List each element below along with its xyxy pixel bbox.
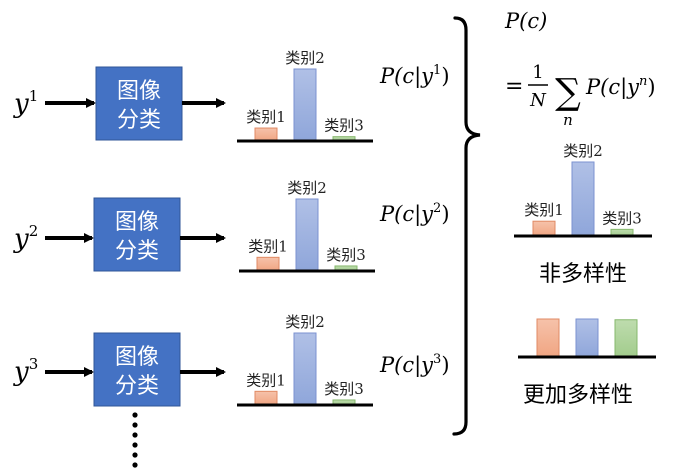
fraction-denominator: N [529, 90, 547, 111]
image-classifier-box-3 [93, 332, 181, 407]
box-label-line1: 图像 [115, 345, 159, 370]
bar-category-1 [532, 220, 556, 237]
category-label-2: 类别2 [285, 313, 325, 331]
category-label-1: 类别1 [248, 237, 288, 255]
bar-category-2 [293, 68, 317, 142]
bar-category-2 [293, 332, 317, 406]
distribution-label-2: P(c|y2) [379, 201, 450, 227]
equals-sign: = [505, 74, 523, 99]
non-diverse-chart: 类别1 类别2 类别3 [514, 142, 652, 238]
summation-term: P(c|yn) [585, 74, 656, 100]
image-classifier-box-1 [95, 66, 183, 141]
box-label-line1: 图像 [117, 79, 161, 104]
category-label-3: 类别3 [324, 380, 364, 398]
category-label-1: 类别1 [246, 371, 286, 389]
row-3: y3 图像 分类 类别1 类别2 类别3 P(c|y3) [13, 313, 450, 407]
row-2: y2 图像 分类 类别1 类别2 类别3 P(c|y2) [13, 179, 450, 273]
bar-category-1 [536, 318, 560, 358]
category-label-3: 类别3 [326, 246, 366, 264]
box-label-line1: 图像 [115, 210, 159, 235]
box-label-line2: 分类 [115, 374, 159, 399]
curly-brace [452, 16, 481, 436]
marginal-title: P(c) [504, 9, 547, 33]
bar-category-1 [256, 256, 280, 272]
bar-category-3 [614, 319, 638, 358]
distribution-label-1: P(c|y1) [379, 63, 450, 89]
box-label-line2: 分类 [117, 108, 161, 133]
distribution-chart-1: 类别1 类别2 类别3 [237, 49, 373, 143]
fraction-numerator: 1 [532, 62, 543, 83]
summation-index: n [563, 111, 573, 129]
distribution-label-3: P(c|y3) [379, 352, 450, 378]
diverse-label: 更加多样性 [523, 383, 633, 408]
image-classifier-box-2 [93, 197, 181, 272]
box-label-line2: 分类 [115, 239, 159, 264]
category-label-2: 类别2 [563, 142, 603, 160]
category-label-2: 类别2 [285, 49, 325, 67]
continuation-dots [132, 412, 138, 468]
category-label-3: 类别3 [602, 209, 642, 227]
distribution-chart-3: 类别1 类别2 类别3 [237, 313, 373, 407]
bar-category-2 [575, 318, 599, 358]
input-label-3: y3 [13, 355, 38, 387]
row-1: y1 图像 分类 类别1 类别2 类别3 P(c|y1) [13, 49, 450, 143]
distribution-chart-2: 类别1 类别2 类别3 [239, 179, 375, 273]
category-label-2: 类别2 [287, 179, 327, 197]
non-diverse-label: 非多样性 [539, 262, 627, 287]
summation-symbol: ∑ [555, 72, 581, 113]
category-label-1: 类别1 [246, 108, 286, 126]
bar-category-1 [254, 127, 278, 142]
bar-category-2 [295, 198, 319, 272]
bar-category-2 [571, 161, 595, 237]
input-label-2: y2 [13, 222, 38, 254]
bar-category-1 [254, 390, 278, 406]
input-label-1: y1 [13, 87, 38, 119]
diverse-chart [518, 318, 656, 359]
category-label-1: 类别1 [524, 201, 564, 219]
category-label-3: 类别3 [324, 117, 364, 135]
marginal-formula: P(c) = 1 N ∑ n P(c|yn) [504, 9, 656, 129]
